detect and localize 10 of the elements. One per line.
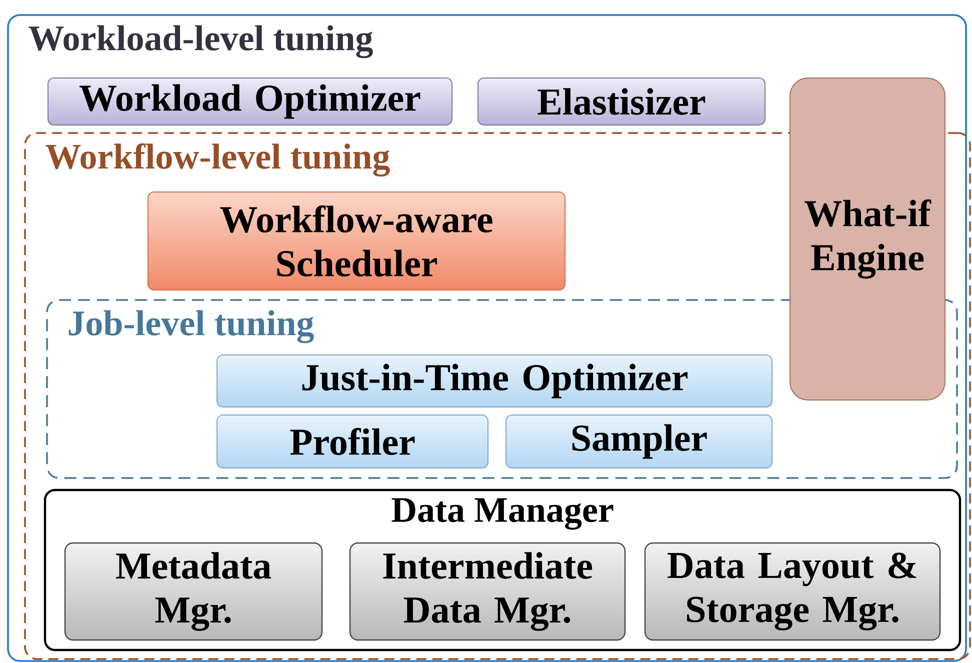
component-box: Elastisizer [478,78,766,126]
component-box: Sampler [506,414,772,468]
engine-box: What-if Engine [790,78,946,400]
manager-box: Intermediate Data Mgr. [349,542,626,641]
component-box: Workload Optimizer [48,78,452,126]
component-box: Just-in-Time Optimizer [216,354,772,408]
component-box: Profiler [216,414,488,468]
manager-box: Metadata Mgr. [64,542,323,641]
scheduler-box: Workflow-aware Scheduler [148,192,566,290]
manager-box: Data Layout & Storage Mgr. [644,542,941,641]
